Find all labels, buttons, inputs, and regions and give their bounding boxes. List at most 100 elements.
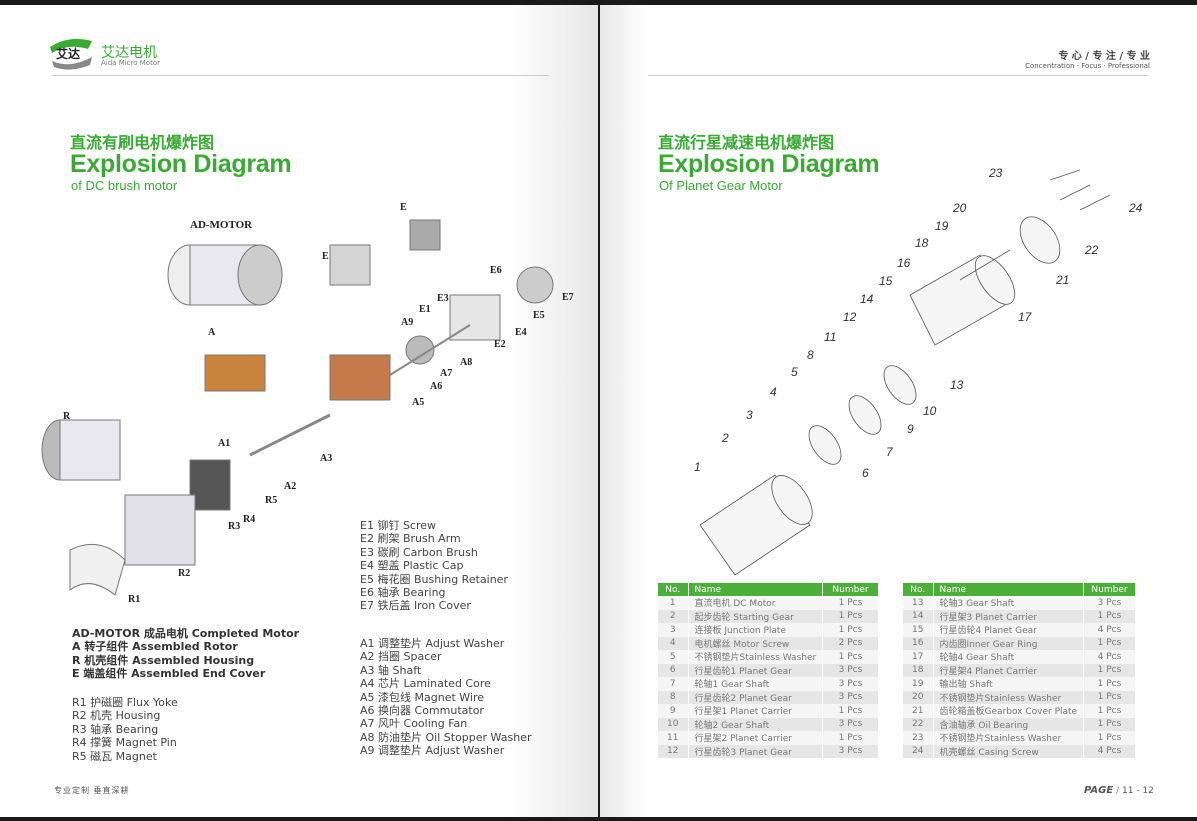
callout-e1: E1 bbox=[419, 304, 431, 315]
legend-item: A5 漆包线 Magnet Wire bbox=[360, 690, 485, 704]
cell-no: 6 bbox=[658, 663, 689, 677]
callout-15: 15 bbox=[879, 274, 893, 288]
callout-r3: R3 bbox=[228, 521, 241, 532]
footer-slogan: 专业定制 垂直深耕 bbox=[54, 786, 130, 795]
cell-number: 3 Pcs bbox=[822, 663, 879, 677]
callout-12: 12 bbox=[843, 310, 857, 324]
cell-number: 1 Pcs bbox=[1083, 717, 1136, 731]
cell-number: 1 Pcs bbox=[822, 609, 879, 623]
cell-no: 3 bbox=[658, 623, 689, 637]
cell-number: 3 Pcs bbox=[822, 677, 879, 691]
col-number: Number bbox=[1083, 583, 1136, 596]
callout-e6: E6 bbox=[490, 265, 502, 276]
callout-a6: A6 bbox=[430, 381, 443, 392]
cell-name: 直流电机 DC Motor bbox=[688, 596, 823, 610]
title-en: Explosion Diagram bbox=[70, 150, 292, 178]
cell-number: 1 Pcs bbox=[1083, 663, 1136, 677]
cell-number: 1 Pcs bbox=[1083, 609, 1136, 623]
brand-name-en: Aida Micro Motor bbox=[101, 59, 160, 67]
brand-name-cn: 艾达电机 bbox=[101, 45, 157, 61]
cell-no: 7 bbox=[658, 677, 689, 691]
cell-name: 不锈钢垫片Stainless Washer bbox=[933, 690, 1084, 704]
legend-item: A 转子组件 Assembled Rotor bbox=[72, 640, 238, 654]
cell-no: 23 bbox=[903, 731, 934, 745]
callout-21: 21 bbox=[1056, 273, 1070, 287]
legend-item: A6 换向器 Commutator bbox=[360, 704, 484, 718]
logo: 艾达 bbox=[48, 35, 94, 71]
slogan-cn: 专 心 / 专 注 / 专 业 bbox=[1058, 51, 1150, 62]
callout-16: 16 bbox=[897, 256, 911, 270]
callout-10: 10 bbox=[923, 404, 937, 418]
cell-name: 行星架1 Planet Carrier bbox=[688, 704, 823, 718]
legend-item: E4 塑盖 Plastic Cap bbox=[360, 559, 464, 573]
cell-name: 不锈钢垫片Stainless Washer bbox=[933, 731, 1084, 745]
callout-14: 14 bbox=[860, 292, 874, 306]
cell-no: 9 bbox=[658, 704, 689, 718]
callout-13: 13 bbox=[950, 378, 964, 392]
title-cn: 直流行星减速电机爆炸图 bbox=[658, 133, 835, 152]
e-parts-legend: E1 铆钉 Screw E2 刷架 Brush Arm E3 碳刷 Carbon… bbox=[360, 519, 508, 613]
legend-item: E 端盖组件 Assembled End Cover bbox=[72, 667, 266, 681]
legend-item: E1 铆钉 Screw bbox=[360, 519, 437, 532]
cell-number: 4 Pcs bbox=[1083, 744, 1136, 758]
legend-item: AD-MOTOR 成品电机 Completed Motor bbox=[72, 627, 300, 640]
cell-number: 1 Pcs bbox=[1083, 636, 1136, 650]
page-label: PAGE bbox=[1084, 785, 1114, 796]
planet-gear-explosion-diagram bbox=[699, 169, 1111, 575]
legend-item: R2 机壳 Housing bbox=[72, 709, 161, 723]
cell-number: 3 Pcs bbox=[1083, 596, 1136, 610]
cell-number: 1 Pcs bbox=[1083, 731, 1136, 745]
cell-no: 2 bbox=[658, 609, 689, 623]
callout-ad-motor: AD-MOTOR bbox=[190, 219, 253, 231]
callout-r: R bbox=[63, 411, 71, 422]
cell-number: 1 Pcs bbox=[1083, 690, 1136, 704]
callout-e7: E7 bbox=[562, 292, 574, 303]
cell-no: 19 bbox=[903, 677, 934, 691]
cell-name: 行星齿轮2 Planet Gear bbox=[688, 690, 823, 704]
legend-item: E7 铁后盖 Iron Cover bbox=[360, 599, 471, 613]
cell-no: 8 bbox=[658, 690, 689, 704]
callout-6: 6 bbox=[862, 466, 869, 480]
title-en: Explosion Diagram bbox=[658, 150, 880, 178]
header-divider bbox=[648, 75, 1148, 76]
page-separator: / bbox=[1116, 786, 1120, 796]
callout-2: 2 bbox=[722, 431, 729, 445]
cell-name: 机壳螺丝 Casing Screw bbox=[933, 744, 1084, 758]
cell-name: 连接板 Junction Plate bbox=[688, 623, 823, 637]
callout-23: 23 bbox=[989, 166, 1003, 180]
cell-number: 3 Pcs bbox=[822, 717, 879, 731]
cell-number: 1 Pcs bbox=[822, 731, 879, 745]
cell-no: 18 bbox=[903, 663, 934, 677]
callout-a5: A5 bbox=[412, 397, 425, 408]
callout-4: 4 bbox=[770, 385, 777, 399]
cell-name: 轮轴4 Gear Shaft bbox=[933, 650, 1084, 664]
legend-item: A7 风叶 Cooling Fan bbox=[360, 717, 468, 731]
cell-no: 4 bbox=[658, 636, 689, 650]
callout-r5: R5 bbox=[265, 495, 278, 506]
callout-a3: A3 bbox=[320, 453, 333, 464]
a-parts-legend: A1 调整垫片 Adjust Washer A2 挡圈 Spacer A3 轴 … bbox=[360, 637, 531, 758]
cell-number: 1 Pcs bbox=[1083, 677, 1136, 691]
cell-no: 10 bbox=[658, 717, 689, 731]
legend-item: E5 梅花圈 Bushing Retainer bbox=[360, 572, 508, 586]
cell-name: 电机螺丝 Motor Screw bbox=[688, 636, 823, 650]
cell-name: 内齿圈Inner Gear Ring bbox=[933, 636, 1084, 650]
dc-motor-explosion-diagram bbox=[41, 219, 554, 596]
cell-name: 含油轴承 Oil Bearing bbox=[933, 717, 1084, 731]
callout-r4: R4 bbox=[243, 514, 256, 525]
